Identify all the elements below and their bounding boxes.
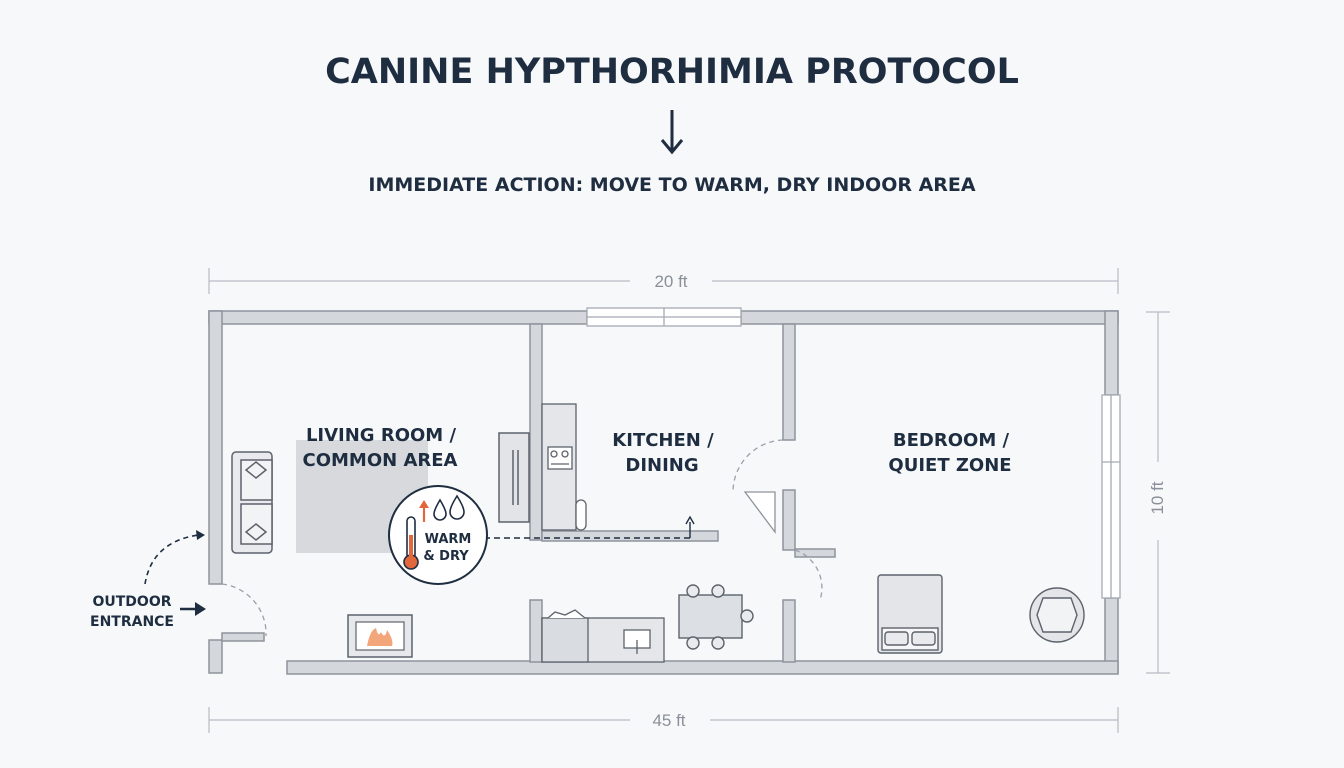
dimension-top xyxy=(208,268,1119,294)
bedroom-door xyxy=(743,491,776,534)
living-room-label-2: COMMON AREA xyxy=(303,450,458,471)
kitchen-label-1: KITCHEN / xyxy=(612,430,714,451)
bedroom-label-2: QUIET ZONE xyxy=(888,455,1011,476)
entrance-label-1: OUTDOOR xyxy=(92,594,171,610)
window-right xyxy=(1101,394,1121,599)
dimension-right xyxy=(1146,311,1170,674)
dining-table-icon xyxy=(678,584,754,650)
door-swings xyxy=(221,439,823,637)
thermometer-icon xyxy=(403,516,419,570)
arrow-up-icon xyxy=(419,500,429,522)
armchair-icon xyxy=(1029,587,1085,643)
page-title: CANINE HYPTHORHIMIA PROTOCOL xyxy=(325,52,1019,92)
bed-icon xyxy=(877,574,943,654)
bedroom-label-1: BEDROOM / xyxy=(893,430,1010,451)
dimension-bottom-label: 45 ft xyxy=(652,711,685,730)
sofa-icon xyxy=(231,451,273,554)
media-cabinet xyxy=(498,432,530,523)
entrance-label-2: ENTRANCE xyxy=(90,614,174,630)
route-path xyxy=(484,515,695,539)
dimension-top-label: 20 ft xyxy=(654,272,687,291)
walls xyxy=(208,310,1119,675)
fireplace-icon xyxy=(347,614,413,658)
badge-line-2: & DRY xyxy=(423,549,469,564)
badge-line-1: WARM xyxy=(425,532,472,547)
immediate-action-subtitle: IMMEDIATE ACTION: MOVE TO WARM, DRY INDO… xyxy=(368,174,976,196)
window-top xyxy=(586,307,742,327)
sink-icon xyxy=(541,609,665,663)
dimension-bottom xyxy=(208,707,1119,733)
warm-dry-badge: WARM & DRY xyxy=(388,485,488,585)
kitchen-label-2: DINING xyxy=(625,455,698,476)
living-room-label-1: LIVING ROOM / xyxy=(306,425,457,446)
stove-icon xyxy=(541,403,587,531)
water-drops-icon xyxy=(433,494,465,521)
dimension-right-label: 10 ft xyxy=(1148,481,1167,514)
entrance-arrows xyxy=(144,530,206,616)
